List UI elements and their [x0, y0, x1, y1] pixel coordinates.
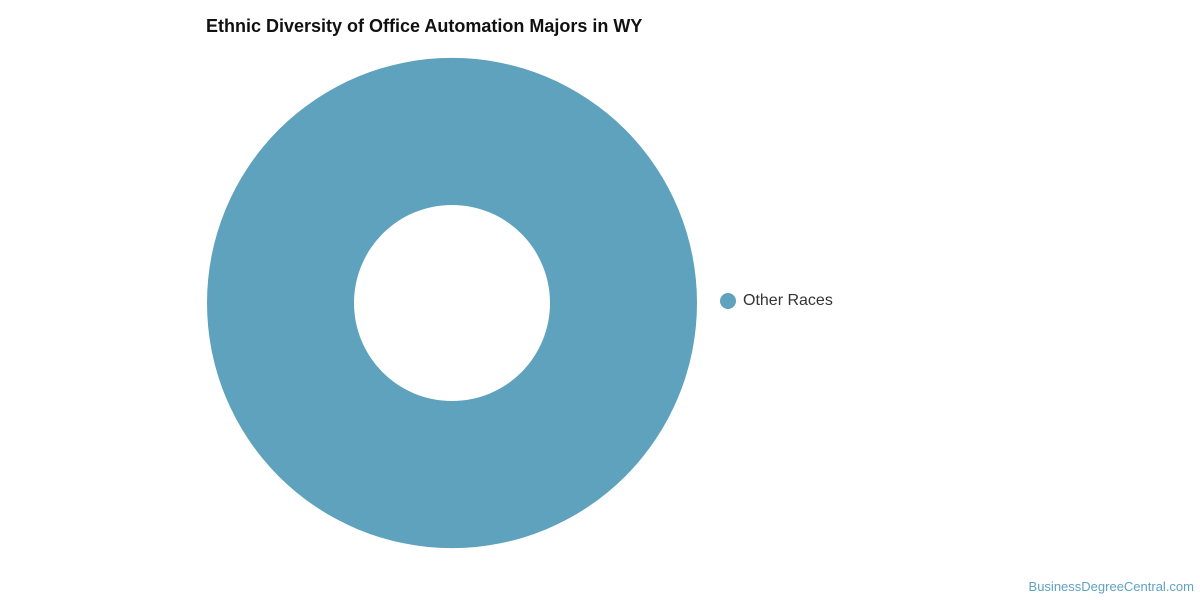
legend-label-other-races[interactable]: Other Races: [743, 292, 833, 309]
legend-swatch-other-races: [720, 293, 736, 309]
donut-slice-other-races[interactable]: [206, 57, 697, 549]
watermark[interactable]: BusinessDegreeCentral.com: [1028, 579, 1194, 594]
chart-title: Ethnic Diversity of Office Automation Ma…: [206, 16, 643, 36]
legend: Other Races: [720, 292, 833, 310]
